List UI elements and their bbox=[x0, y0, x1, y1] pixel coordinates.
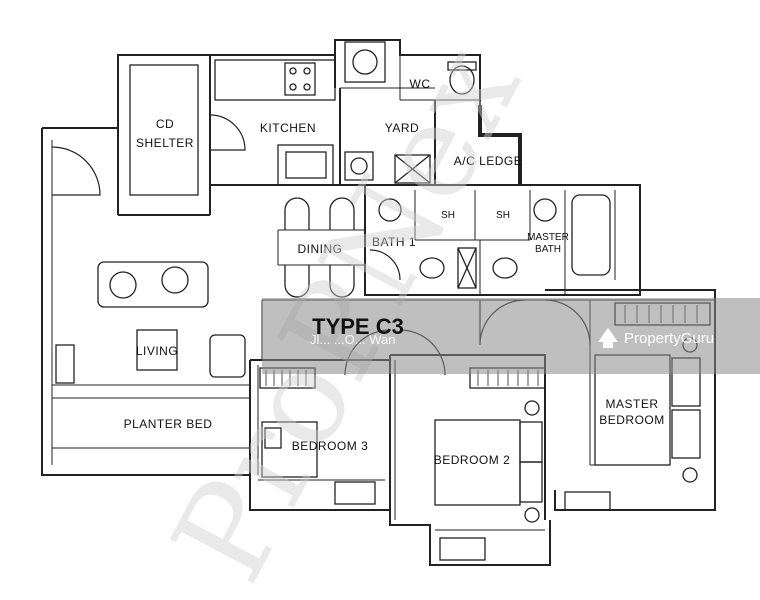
label-sh2: SH bbox=[496, 210, 510, 221]
label-wc: WC bbox=[410, 77, 431, 91]
label-dining: DINING bbox=[298, 242, 343, 256]
kitchen-sink-counter bbox=[277, 144, 334, 186]
armchair bbox=[209, 334, 246, 378]
label-sh1: SH bbox=[441, 210, 455, 221]
label-bath1: BATH 1 bbox=[372, 235, 416, 249]
dining-chairs bbox=[284, 197, 355, 298]
walls bbox=[41, 39, 716, 566]
label-master-bed-2: BEDROOM bbox=[599, 413, 665, 427]
label-bedroom3: BEDROOM 3 bbox=[292, 439, 369, 453]
wc-toilet bbox=[449, 65, 475, 95]
label-master-bed-1: MASTER bbox=[605, 397, 658, 411]
label-master-bath-2: BATH bbox=[535, 244, 561, 255]
label-master-bath-1: MASTER bbox=[527, 232, 569, 243]
watermark-banner bbox=[262, 298, 760, 374]
label-cd: CD bbox=[156, 117, 174, 131]
coffee-table bbox=[136, 329, 178, 371]
tv-cabinet bbox=[55, 344, 75, 384]
credit-text: Jl... ...O... Wan bbox=[310, 332, 395, 347]
brand-watermark: PropertyGuru bbox=[624, 330, 714, 347]
label-kitchen: KITCHEN bbox=[260, 121, 316, 135]
propertyguru-logo-icon bbox=[598, 328, 618, 348]
bed-3 bbox=[261, 421, 318, 478]
basin-2 bbox=[533, 198, 557, 222]
stove bbox=[284, 62, 316, 96]
label-ac-ledge: A/C LEDGE bbox=[454, 154, 523, 168]
bathtub bbox=[571, 194, 611, 276]
label-planter: PLANTER BED bbox=[124, 417, 213, 431]
label-bedroom2: BEDROOM 2 bbox=[434, 453, 511, 467]
label-living: LIVING bbox=[136, 344, 178, 358]
plan-type-title: TYPE C3 bbox=[312, 314, 404, 339]
label-shelter: SHELTER bbox=[136, 136, 194, 150]
room-labels: CD SHELTER KITCHEN YARD WC A/C LEDGE DIN… bbox=[124, 77, 665, 467]
cd-shelter-box bbox=[129, 64, 199, 196]
basin-1 bbox=[378, 198, 402, 222]
yard-machine bbox=[344, 41, 386, 83]
washer bbox=[344, 151, 374, 181]
label-yard: YARD bbox=[385, 121, 419, 135]
sofa bbox=[97, 261, 209, 308]
kitchen-counter bbox=[214, 59, 336, 101]
